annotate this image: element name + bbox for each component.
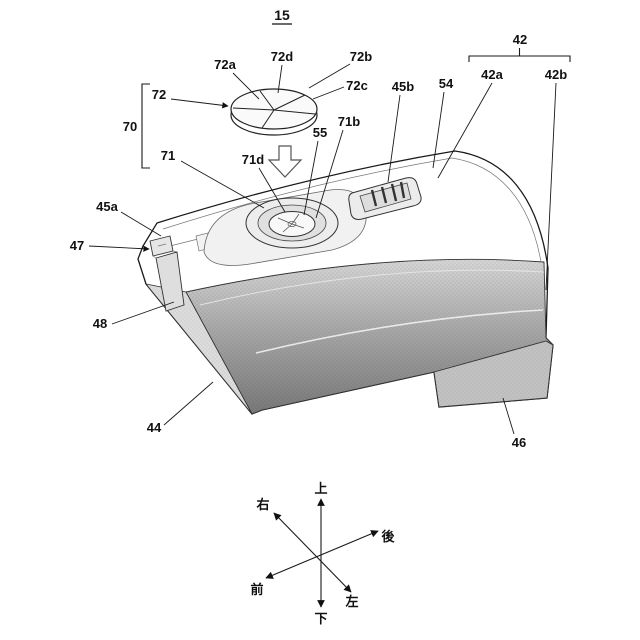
reference-labels: 42 42a 42b 72a 72d 72b 72c 72 70 55 71b … xyxy=(70,32,567,450)
label-44: 44 xyxy=(147,420,162,435)
label-71b: 71b xyxy=(338,114,360,129)
label-72a: 72a xyxy=(214,57,236,72)
leader-72c xyxy=(312,86,345,100)
leader-54 xyxy=(432,91,445,169)
front-highlight-band xyxy=(255,309,544,354)
leader-72d xyxy=(277,64,283,94)
vent-grate-bars xyxy=(370,181,406,207)
cap-72 xyxy=(230,88,318,136)
assembly-down-arrow xyxy=(267,145,303,178)
brace-42 xyxy=(468,55,571,62)
label-72b: 72b xyxy=(350,49,372,64)
port-inner-spokes xyxy=(277,213,305,233)
leader-72 xyxy=(170,98,229,109)
tank-body xyxy=(137,150,554,415)
leader-72b xyxy=(308,63,351,89)
label-42: 42 xyxy=(513,32,527,47)
left-bracket-lower xyxy=(155,251,185,312)
right-edge-inner-line xyxy=(451,157,542,263)
leader-44 xyxy=(163,381,214,426)
orientation-axes: 上 下 右 左 後 前 xyxy=(250,482,395,627)
axis-label-up: 上 xyxy=(314,482,327,497)
port-center-hub xyxy=(287,221,297,227)
label-46: 46 xyxy=(512,435,526,450)
bracket-70 xyxy=(141,83,150,169)
label-72d: 72d xyxy=(271,49,293,64)
leader-71d xyxy=(258,167,286,213)
cap-top-face xyxy=(230,88,318,130)
label-48: 48 xyxy=(93,316,107,331)
leader-42b xyxy=(545,82,557,291)
label-47: 47 xyxy=(70,238,84,253)
label-45a: 45a xyxy=(96,199,118,214)
label-42a: 42a xyxy=(481,67,503,82)
leader-72a xyxy=(232,72,260,100)
front-highlight-upper xyxy=(199,269,545,306)
axis-label-back: 後 xyxy=(381,529,395,545)
label-45b: 45b xyxy=(392,79,414,94)
leader-55 xyxy=(303,140,319,216)
leader-45a xyxy=(120,211,162,237)
leader-42a xyxy=(437,82,493,179)
leader-71 xyxy=(180,160,265,209)
label-71: 71 xyxy=(161,148,175,163)
leader-45b xyxy=(387,94,401,183)
label-70: 70 xyxy=(123,119,137,134)
label-42b: 42b xyxy=(545,67,567,82)
leader-46 xyxy=(502,397,515,435)
leader-lines xyxy=(88,63,557,435)
label-54: 54 xyxy=(439,76,454,91)
leader-47 xyxy=(88,245,150,252)
label-72c: 72c xyxy=(346,78,368,93)
leader-48 xyxy=(111,301,175,325)
axis-label-right: 右 xyxy=(255,497,269,513)
flange-stipple xyxy=(146,284,252,414)
left-bracket-upper xyxy=(149,235,174,257)
label-72: 72 xyxy=(152,87,166,102)
leader-71b xyxy=(315,129,344,219)
cap-spokes xyxy=(232,90,316,129)
axis-right-left xyxy=(273,512,352,593)
axis-label-front: 前 xyxy=(250,582,263,598)
axis-label-down: 下 xyxy=(314,612,327,627)
label-55: 55 xyxy=(313,125,327,140)
label-71d: 71d xyxy=(242,152,264,167)
bottom-step-stipple xyxy=(434,341,553,407)
left-bracket-detail-lines xyxy=(152,243,178,259)
axis-front-back xyxy=(265,530,379,579)
axis-label-left: 左 xyxy=(345,594,358,610)
figure-number: 15 xyxy=(274,7,290,23)
